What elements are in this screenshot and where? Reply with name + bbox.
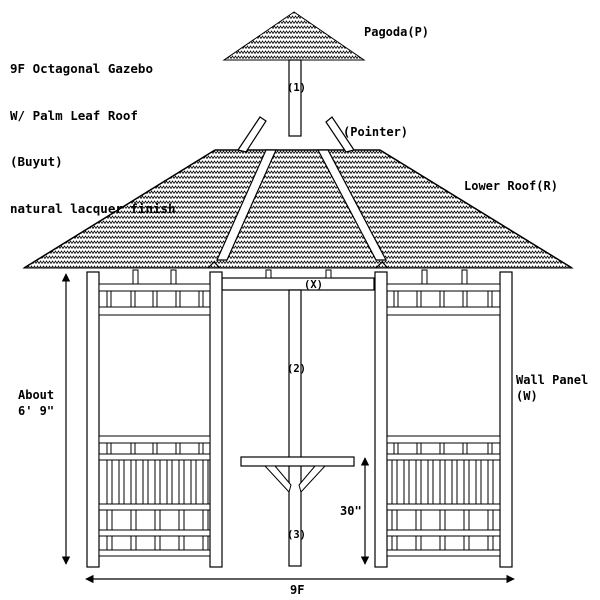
rafter-right — [317, 149, 387, 261]
roof-notch-right — [375, 261, 389, 269]
wall-panel-right — [374, 269, 513, 568]
label-table-height: 30" — [340, 504, 362, 518]
label-part-1: (1) — [287, 82, 306, 94]
label-height: About 6' 9" — [18, 389, 54, 418]
table-brace-right — [298, 465, 327, 493]
title-line-1: 9F Octagonal Gazebo — [10, 61, 153, 76]
center-post — [288, 289, 302, 567]
roof-edge-left — [23, 149, 216, 269]
title-block: 9F Octagonal Gazebo W/ Palm Leaf Roof (B… — [10, 30, 176, 232]
roof-edge-right — [379, 149, 573, 269]
wall-panel-left — [86, 269, 223, 568]
label-pointer: (Pointer) — [343, 125, 409, 139]
label-part-x: (X) — [304, 279, 323, 291]
table-top — [240, 456, 355, 467]
table-brace-left — [263, 465, 292, 493]
roof-notch-left — [207, 261, 221, 269]
label-wall-panel: Wall Panel (W) — [516, 374, 588, 403]
label-part-3: (3) — [287, 529, 306, 541]
beam-stub-1 — [265, 269, 272, 279]
pagoda-post — [288, 59, 302, 137]
label-lower-roof: Lower Roof(R) — [464, 179, 558, 193]
beam-stub-2 — [325, 269, 332, 279]
rafter-left — [216, 149, 277, 261]
label-width: 9F — [290, 583, 305, 597]
title-line-4: natural lacquer finish — [10, 200, 176, 216]
label-height-line2: 6' 9" — [18, 404, 55, 418]
title-line-2: W/ Palm Leaf Roof — [10, 107, 138, 123]
label-part-2: (2) — [287, 363, 306, 375]
top-beam — [221, 277, 375, 291]
label-wall-panel-line1: Wall Panel — [516, 373, 589, 387]
title-line-3: (Buyut) — [10, 154, 63, 169]
label-wall-panel-line2: (W) — [516, 389, 538, 403]
pagoda-roof — [222, 11, 366, 61]
pointer-right — [325, 116, 355, 153]
label-height-line1: About — [18, 388, 55, 402]
pointer-left — [237, 116, 267, 153]
label-pagoda: Pagoda(P) — [364, 25, 430, 39]
